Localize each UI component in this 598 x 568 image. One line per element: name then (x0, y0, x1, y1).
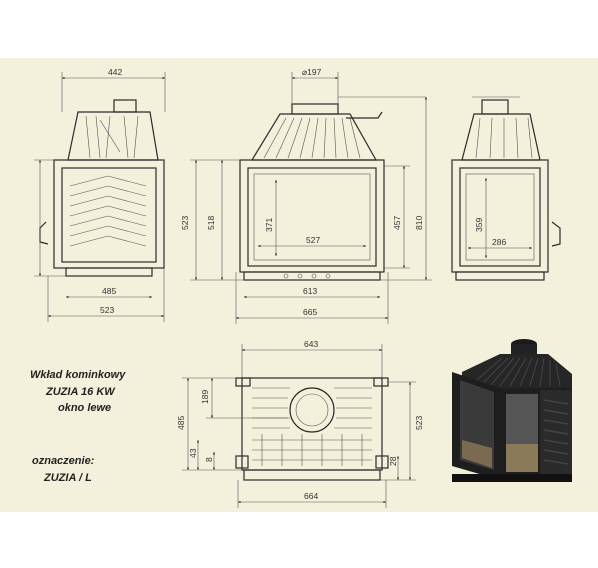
dim-485-front: 485 (102, 286, 116, 296)
marking-label: oznaczenie: (32, 455, 95, 467)
dim-197: ⌀197 (302, 67, 322, 77)
dim-359: 359 (474, 218, 484, 232)
dim-28: 28 (388, 456, 398, 466)
insert-3d-render (452, 339, 572, 482)
dim-665: 665 (303, 307, 317, 317)
dim-810: 810 (414, 216, 424, 230)
top-view: 643 189 485 43 (176, 339, 424, 508)
caption-line-2: ZUZIA 16 KW (45, 386, 116, 398)
air-control-knobs (283, 273, 331, 279)
dim-286: 286 (492, 237, 506, 247)
dim-189: 189 (200, 390, 210, 404)
front-view: ⌀197 527 371 518 (180, 67, 432, 324)
caption-line-1: Wkład kominkowy (30, 369, 126, 381)
side-view-right: 286 359 (451, 96, 561, 281)
dim-643: 643 (304, 339, 318, 349)
dim-523-top: 523 (414, 416, 424, 430)
caption-line-3: okno lewe (58, 402, 111, 414)
dim-442: 442 (108, 67, 122, 77)
dim-485-top: 485 (176, 416, 186, 430)
side-view-left: 442 485 523 (34, 67, 166, 322)
dim-523-left: 523 (180, 216, 190, 230)
dim-457: 457 (392, 216, 402, 230)
dim-8: 8 (204, 457, 214, 462)
dim-527: 527 (306, 235, 320, 245)
marking-value: ZUZIA / L (43, 472, 92, 484)
product-caption: Wkład kominkowy ZUZIA 16 KW okno lewe oz… (30, 369, 126, 484)
dim-523-front: 523 (100, 305, 114, 315)
dim-43: 43 (188, 448, 198, 458)
dim-613: 613 (303, 286, 317, 296)
dim-664: 664 (304, 491, 318, 501)
dim-518: 518 (206, 216, 216, 230)
dim-371: 371 (264, 218, 274, 232)
